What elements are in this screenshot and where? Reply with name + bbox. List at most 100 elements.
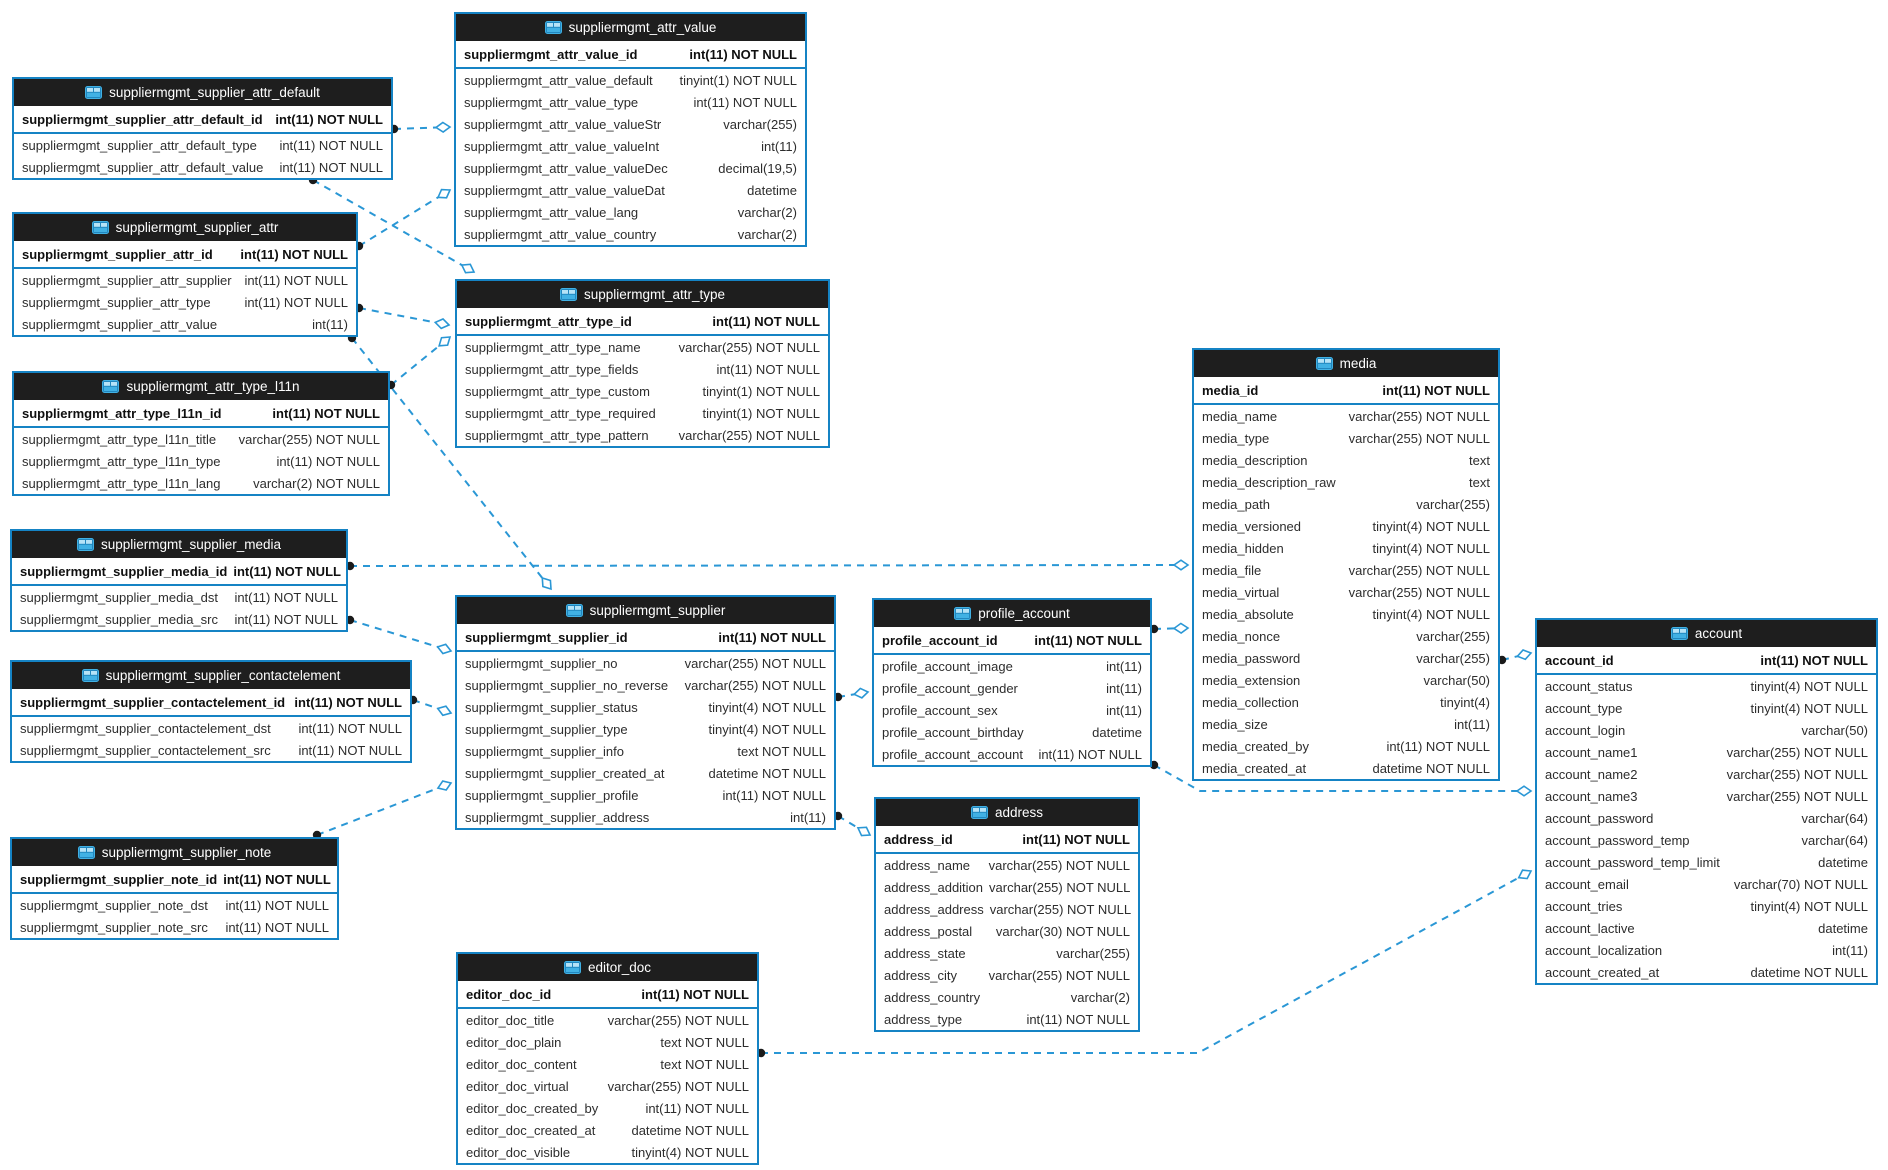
table-header[interactable]: suppliermgmt_attr_type (457, 281, 828, 308)
column-name: media_virtual (1202, 584, 1280, 600)
column-type: varchar(2) NOT NULL (253, 475, 380, 491)
table-header[interactable]: account (1537, 620, 1876, 647)
column-type: text (1469, 474, 1490, 490)
column-type: datetime NOT NULL (1372, 760, 1490, 776)
relationship-diamond-endpoint (852, 687, 870, 699)
pk-column-name: profile_account_id (882, 632, 998, 648)
table-header[interactable]: profile_account (874, 600, 1150, 627)
column-name: suppliermgmt_supplier_type (465, 721, 628, 737)
table-suppliermgmt_attr_type_l11n[interactable]: suppliermgmt_attr_type_l11n suppliermgmt_… (12, 371, 390, 496)
column-name: suppliermgmt_attr_type_l11n_title (22, 431, 217, 447)
table-header[interactable]: editor_doc (458, 954, 757, 981)
pk-column-type: int(11) NOT NULL (294, 694, 402, 710)
column-type: int(11) NOT NULL (716, 361, 820, 377)
table-suppliermgmt_attr_type[interactable]: suppliermgmt_attr_type suppliermgmt_attr_… (455, 279, 830, 448)
table-title: suppliermgmt_supplier_note (101, 845, 272, 860)
table-header[interactable]: media (1194, 350, 1498, 377)
table-header[interactable]: suppliermgmt_supplier_contactelement (12, 662, 410, 689)
table-header[interactable]: address (876, 799, 1138, 826)
relationship-line (349, 564, 1189, 567)
relationship-line (316, 782, 452, 836)
column-type: datetime NOT NULL (708, 765, 826, 781)
column-name: account_password_temp (1545, 832, 1690, 848)
column-type: text NOT NULL (660, 1034, 749, 1050)
table-header[interactable]: suppliermgmt_supplier_attr (14, 214, 356, 241)
table-header[interactable]: suppliermgmt_supplier_note (12, 839, 337, 866)
pk-column-type: int(11) NOT NULL (233, 563, 341, 579)
column-name: suppliermgmt_supplier_contactelement_dst (20, 720, 271, 736)
column-name: editor_doc_title (466, 1012, 555, 1028)
column-name: account_localization (1545, 942, 1663, 958)
table-suppliermgmt_supplier_attr[interactable]: suppliermgmt_supplier_attr suppliermgmt_s… (12, 212, 358, 337)
column-type: int(11) NOT NULL (645, 1100, 749, 1116)
table-header[interactable]: suppliermgmt_supplier_media (12, 531, 346, 558)
table-header[interactable]: suppliermgmt_supplier_attr_default (14, 79, 391, 106)
column-name: account_status (1545, 678, 1633, 694)
table-suppliermgmt_attr_value[interactable]: suppliermgmt_attr_value suppliermgmt_attr… (454, 12, 807, 247)
column-type: tinyint(4) NOT NULL (631, 1144, 749, 1160)
column-type: datetime NOT NULL (1750, 964, 1868, 980)
column-name: profile_account_account (882, 746, 1023, 762)
table-icon (565, 604, 583, 617)
column-name: media_description (1202, 452, 1308, 468)
table-title: editor_doc (587, 960, 652, 975)
pk-column-type: int(11) NOT NULL (1034, 632, 1142, 648)
column-type: varchar(255) NOT NULL (238, 431, 380, 447)
table-icon (954, 607, 972, 620)
column-name: suppliermgmt_supplier_attr_default_type (22, 137, 257, 153)
table-header[interactable]: suppliermgmt_attr_type_l11n (14, 373, 388, 400)
table-suppliermgmt_supplier_note[interactable]: suppliermgmt_supplier_note suppliermgmt_s… (10, 837, 339, 940)
column-name: suppliermgmt_attr_value_default (464, 72, 653, 88)
column-type: varchar(2) (737, 226, 797, 242)
column-type: varchar(255) NOT NULL (684, 655, 826, 671)
relationship-diamond-endpoint (1516, 649, 1533, 661)
column-type: int(11) NOT NULL (276, 453, 380, 469)
column-name: suppliermgmt_supplier_note_dst (20, 897, 208, 913)
column-type: tinyint(4) NOT NULL (1372, 540, 1490, 556)
table-profile_account[interactable]: profile_account profile_account_id int(11)… (872, 598, 1152, 767)
column-name: media_type (1202, 430, 1270, 446)
table-suppliermgmt_supplier_media[interactable]: suppliermgmt_supplier_media suppliermgmt_… (10, 529, 348, 632)
column-name: suppliermgmt_supplier_address (465, 809, 650, 825)
relationship-line (349, 619, 452, 652)
table-header[interactable]: suppliermgmt_supplier (457, 597, 834, 624)
table-title: suppliermgmt_supplier_attr (115, 220, 279, 235)
column-name: account_login (1545, 722, 1626, 738)
column-row: suppliermgmt_supplier_contactelement_dst… (12, 717, 410, 739)
table-header[interactable]: suppliermgmt_attr_value (456, 14, 805, 41)
column-type: tinyint(1) NOT NULL (702, 405, 820, 421)
pk-column-type: int(11) NOT NULL (712, 313, 820, 329)
column-name: suppliermgmt_supplier_attr_value (22, 316, 218, 332)
column-name: media_description_raw (1202, 474, 1336, 490)
column-type: datetime NOT NULL (631, 1122, 749, 1138)
column-name: profile_account_gender (882, 680, 1018, 696)
table-icon (76, 538, 94, 551)
column-type: text NOT NULL (737, 743, 826, 759)
relationship-diamond-endpoint (1172, 559, 1190, 571)
table-suppliermgmt_supplier[interactable]: suppliermgmt_supplier suppliermgmt_suppli… (455, 595, 836, 830)
column-name: profile_account_sex (882, 702, 998, 718)
pk-column-type: int(11) NOT NULL (223, 871, 331, 887)
